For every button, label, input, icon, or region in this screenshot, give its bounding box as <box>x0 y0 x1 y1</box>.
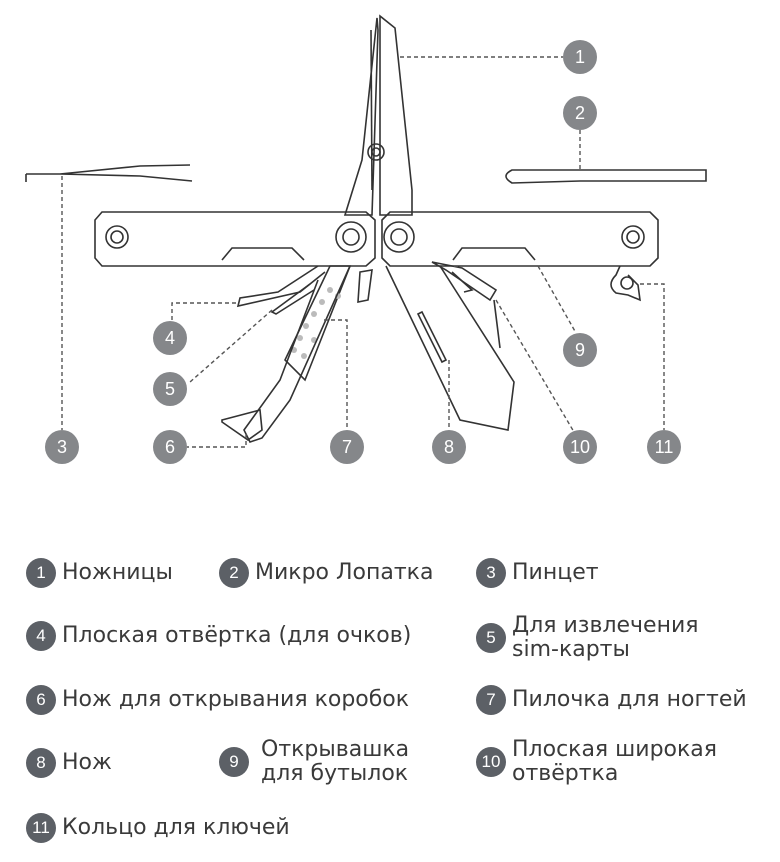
callout-1: 1 <box>563 40 597 74</box>
legend-label: Нож <box>62 750 112 775</box>
leader-lines <box>61 56 665 448</box>
legend-badge: 7 <box>476 685 506 715</box>
legend-label: Плоская отвёртка (для очков) <box>62 623 412 648</box>
callout-2: 2 <box>563 96 597 130</box>
callout-9: 9 <box>563 333 597 367</box>
right-handle <box>381 211 659 302</box>
legend-label: Ножницы <box>62 560 173 585</box>
legend-badge: 1 <box>26 558 56 588</box>
callout-4: 4 <box>153 321 187 355</box>
legend-badge: 11 <box>26 813 56 843</box>
legend-badge: 9 <box>219 747 249 777</box>
callout-6: 6 <box>153 430 187 464</box>
legend-label-line2: для бутылок <box>261 761 409 786</box>
left-handle <box>94 211 376 267</box>
legend-badge: 4 <box>26 621 56 651</box>
callout-10: 10 <box>563 430 597 464</box>
callout-8: 8 <box>432 430 466 464</box>
legend-label-line1: Плоская широкая <box>512 737 718 762</box>
legend-label-line1: Для извлечения <box>512 613 699 638</box>
legend-badge: 5 <box>476 623 506 653</box>
legend-badge: 10 <box>476 747 506 777</box>
legend-label: Нож для открывания коробок <box>62 687 410 712</box>
legend-badge: 3 <box>476 558 506 588</box>
scissors-drawing <box>343 14 413 303</box>
legend-label-line2: отвёртка <box>512 761 619 786</box>
legend-label: Пилочка для ногтей <box>512 687 747 712</box>
callout-5: 5 <box>153 372 187 406</box>
legend-label: Пинцет <box>512 560 599 585</box>
spatula-drawing <box>505 169 707 184</box>
legend-badge: 8 <box>26 748 56 778</box>
legend-label: Кольцо для ключей <box>62 815 290 840</box>
tweezers-drawing <box>25 164 193 182</box>
legend-label-line2: sim-карты <box>512 637 630 662</box>
legend-badge: 6 <box>26 685 56 715</box>
legend-badge: 2 <box>219 558 249 588</box>
callout-11: 11 <box>647 430 681 464</box>
callout-3: 3 <box>45 430 79 464</box>
right-tools-drawing <box>385 261 515 431</box>
callout-7: 7 <box>330 430 364 464</box>
legend-label-line1: Открывашка <box>261 737 410 762</box>
multitool-diagram <box>25 14 707 448</box>
left-tools-drawing <box>221 265 352 443</box>
legend-label: Микро Лопатка <box>255 560 434 585</box>
